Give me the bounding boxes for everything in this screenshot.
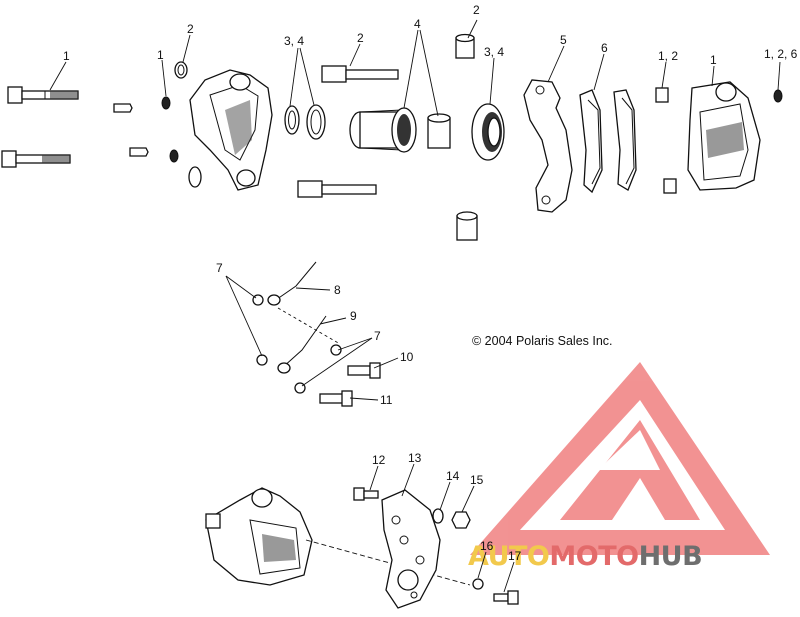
banjo-bolt-11 xyxy=(319,390,353,407)
leader-lines xyxy=(49,19,781,593)
banjo-bolt-10 xyxy=(347,362,381,379)
brake-line-upper xyxy=(267,261,317,306)
o-ring-2 xyxy=(174,61,188,79)
crush-washer-2 xyxy=(256,354,268,366)
caliper-mount-bolt-12 xyxy=(353,487,379,501)
bleeder-screw-lower xyxy=(129,147,149,157)
bushing-top xyxy=(455,33,475,59)
caliper-housing-front xyxy=(189,69,273,191)
large-seal xyxy=(471,103,505,161)
callout-11: 11 xyxy=(380,393,393,407)
callout-12: 12 xyxy=(372,453,386,467)
callout-17: 17 xyxy=(508,549,522,563)
washer-14 xyxy=(432,508,444,524)
callout-3-4a: 3, 4 xyxy=(284,34,304,48)
callout-1b: 1 xyxy=(157,48,164,62)
watermark-hub: HUB xyxy=(639,541,703,572)
brake-pad-outer xyxy=(613,89,637,191)
callout-16: 16 xyxy=(480,539,494,553)
caliper-piston xyxy=(349,107,417,153)
brake-line-lower xyxy=(277,315,327,374)
callout-5: 5 xyxy=(560,33,567,47)
mounting-plate xyxy=(381,489,441,609)
caliper-assembly-bottom xyxy=(205,487,313,586)
callout-9: 9 xyxy=(350,309,357,323)
watermark-text: AUTOMOTOHUB xyxy=(468,541,702,572)
bolt-17 xyxy=(493,590,519,605)
callout-10: 10 xyxy=(400,350,414,364)
callout-2a: 2 xyxy=(187,22,194,36)
callout-15: 15 xyxy=(470,473,484,487)
logo-outer-triangle xyxy=(470,362,770,555)
callout-1c: 1 xyxy=(710,53,717,67)
caliper-bolt-lower xyxy=(1,150,71,168)
watermark-moto: MOTO xyxy=(549,541,638,572)
washer-small xyxy=(169,149,179,163)
logo-inner-cut xyxy=(598,430,660,470)
piston-boot xyxy=(427,113,451,149)
watermark-logo xyxy=(470,362,770,555)
copyright-notice: © 2004 Polaris Sales Inc. xyxy=(472,334,613,348)
slide-pin-lower xyxy=(297,180,377,198)
washer-right xyxy=(773,89,783,103)
callout-7a: 7 xyxy=(216,261,223,275)
caliper-bolt-upper xyxy=(7,86,79,104)
callout-4: 4 xyxy=(414,17,421,31)
callout-6: 6 xyxy=(601,41,608,55)
callout-3-4b: 3, 4 xyxy=(484,45,504,59)
callout-2b: 2 xyxy=(357,31,364,45)
washer-lower xyxy=(188,166,202,188)
piston-seal-outer xyxy=(306,104,326,140)
bushing-bottom xyxy=(456,211,478,241)
nut-15 xyxy=(451,511,471,529)
piston-seal-inner xyxy=(284,105,300,135)
caliper-bracket xyxy=(523,79,573,213)
callout-7b: 7 xyxy=(374,329,381,343)
callout-8: 8 xyxy=(334,283,341,297)
washer-1 xyxy=(161,96,171,110)
callout-1-2: 1, 2 xyxy=(658,49,678,63)
brake-pad-inner xyxy=(579,89,603,194)
slide-pin-upper xyxy=(321,65,399,83)
callout-2c: 2 xyxy=(473,3,480,17)
crush-washer-3 xyxy=(330,344,342,356)
caliper-housing-rear xyxy=(687,81,761,191)
small-bushing-2 xyxy=(663,178,677,194)
callout-13: 13 xyxy=(408,451,422,465)
callout-1a: 1 xyxy=(63,49,70,63)
washer-16 xyxy=(472,578,484,590)
callout-1-2-6: 1, 2, 6 xyxy=(764,47,798,61)
bleeder-screw-upper xyxy=(113,103,133,113)
small-bushing-1 xyxy=(655,87,669,103)
callout-14: 14 xyxy=(446,469,460,483)
